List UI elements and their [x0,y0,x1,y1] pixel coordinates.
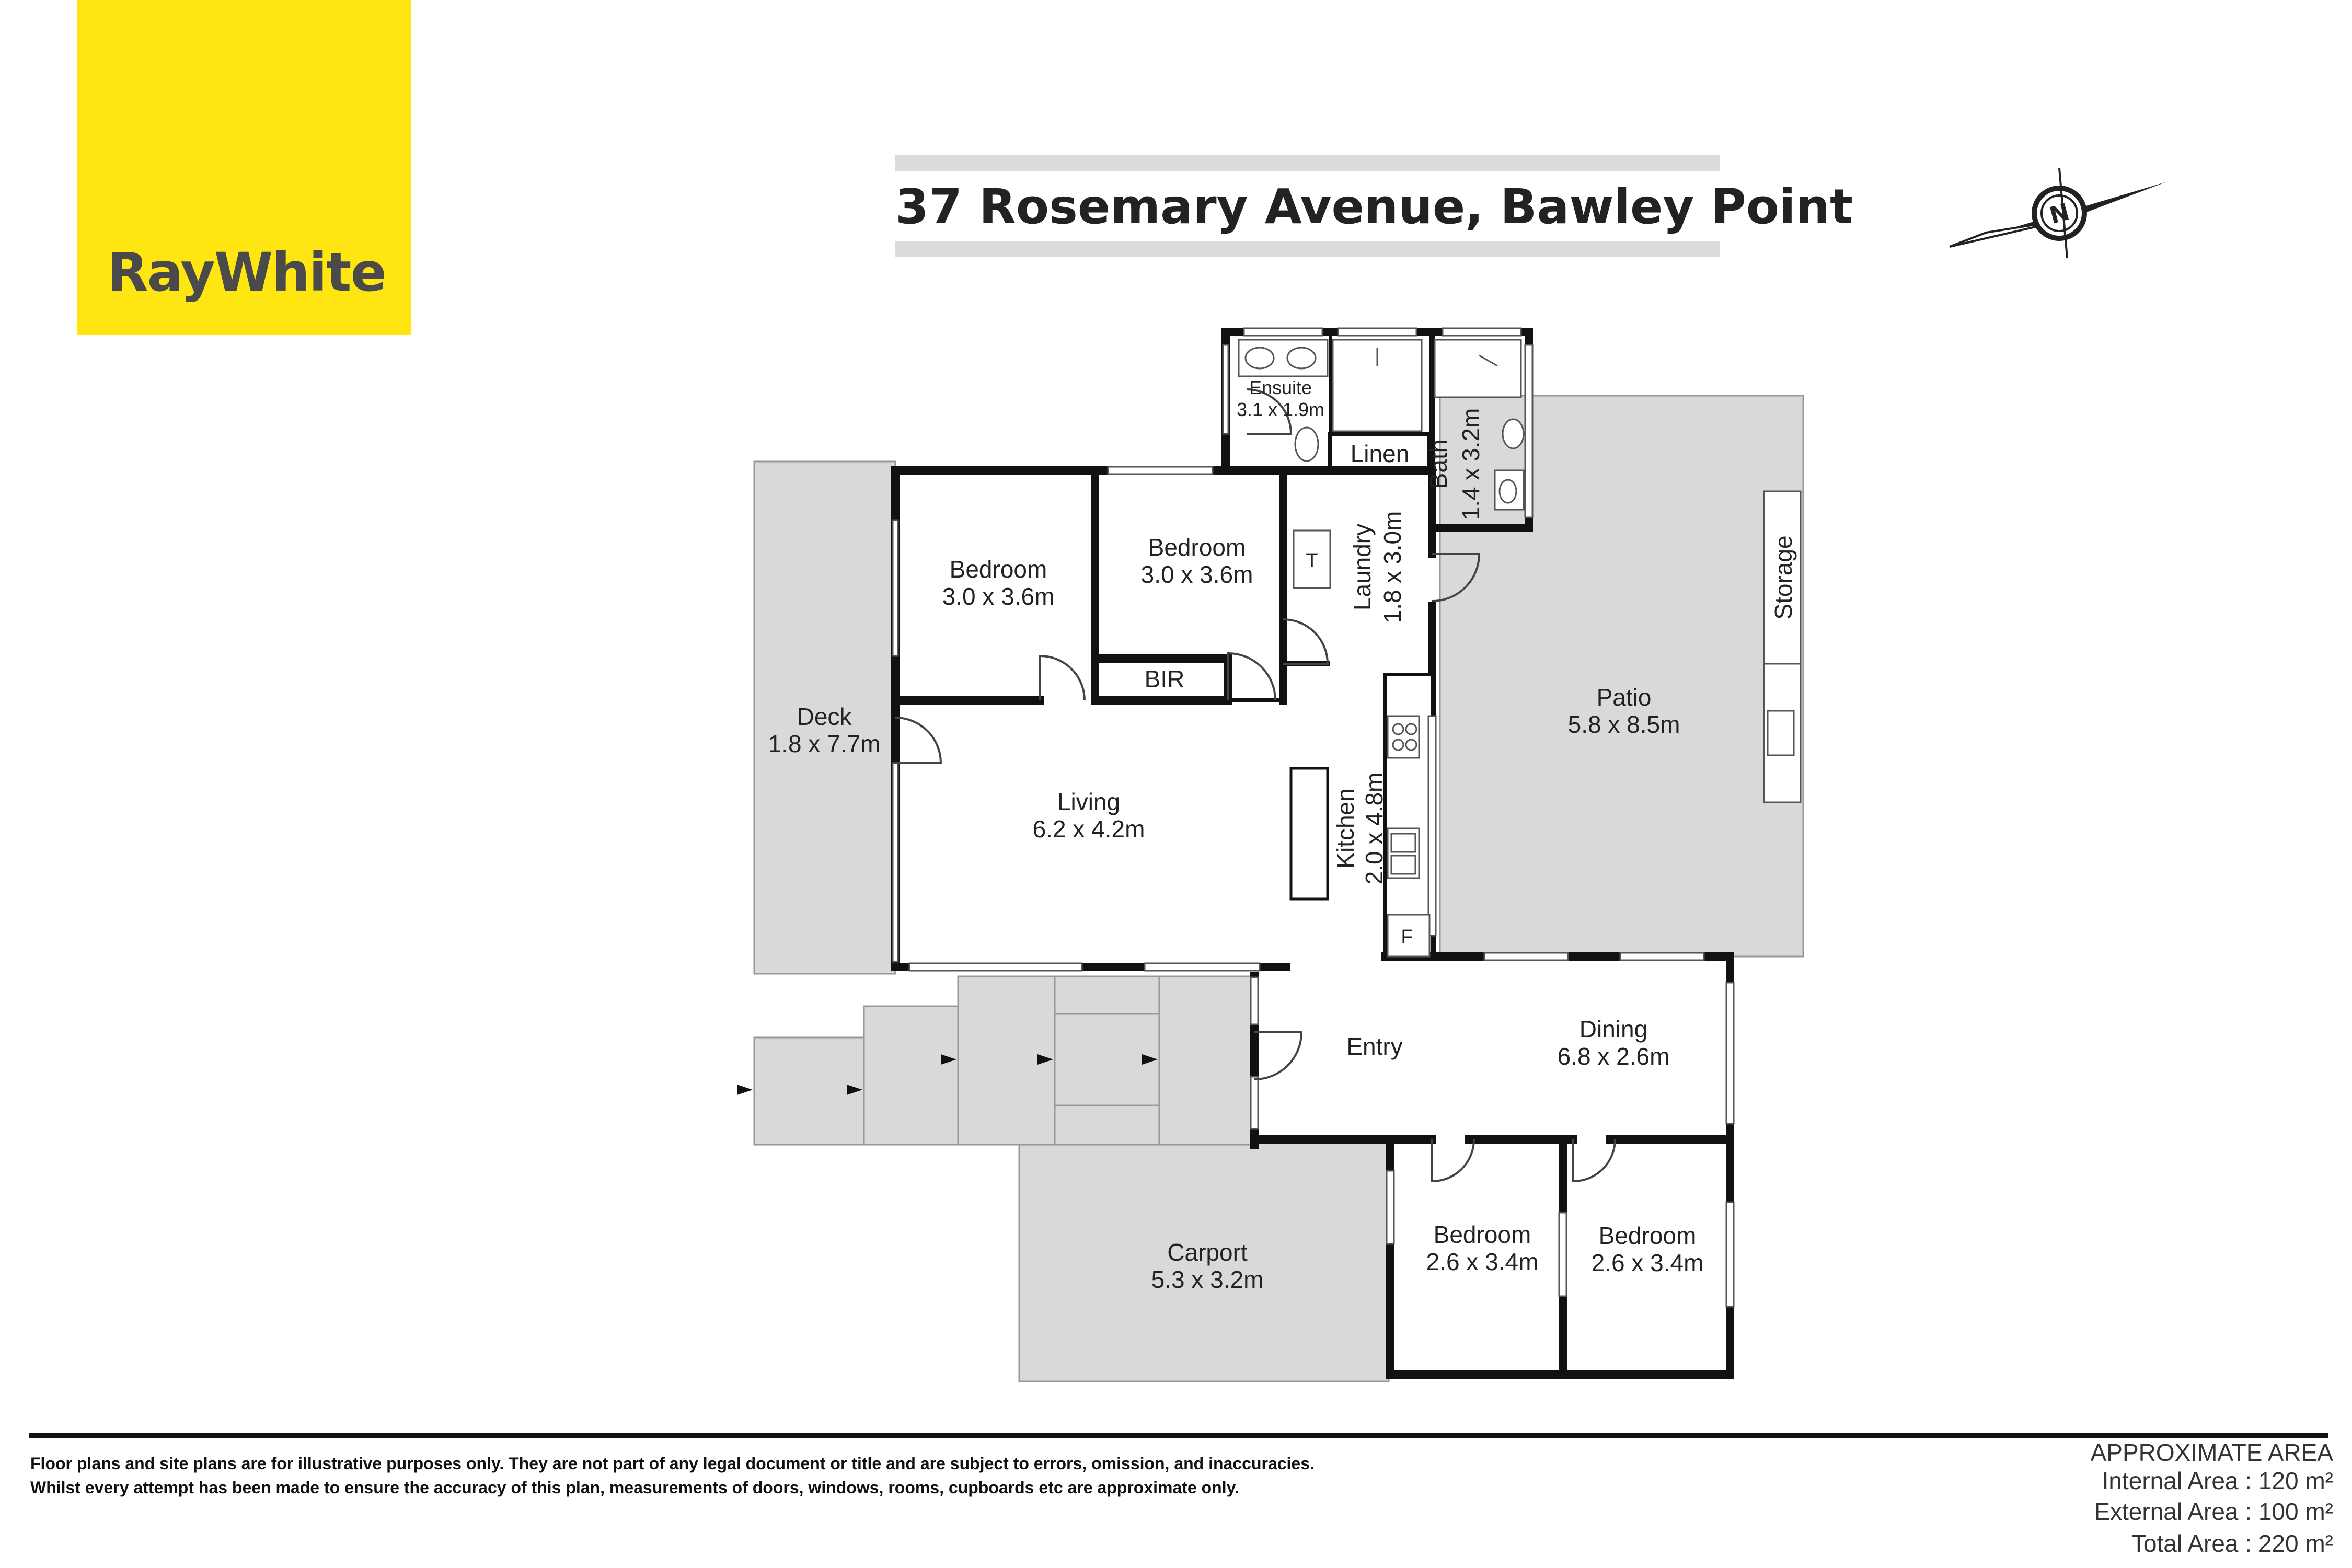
entry-label: Entry [1346,1033,1402,1060]
bedroom-3-label: Bedroom [1434,1221,1531,1248]
doors [895,388,1616,1183]
deck-area [753,460,896,975]
patio-label: Patio [1597,684,1652,711]
living-dims: 6.2 x 4.2m [1033,815,1145,843]
bedroom-1-label: Bedroom [950,556,1047,583]
dining-label: Dining [1579,1016,1647,1043]
compass-north-icon: N [1949,168,2166,259]
laundry-label: Laundry [1348,524,1376,610]
bedroom-3-dims: 2.6 x 3.4m [1426,1248,1539,1275]
internal-area: Internal Area : 120 m² [2102,1467,2333,1494]
step-5 [1158,975,1254,1146]
bath-dims: 1.4 x 3.2m [1457,408,1484,521]
kitchen-dims: 2.0 x 4.8m [1361,773,1388,885]
bath-label: Bath [1425,440,1452,489]
deck-label: Deck [797,703,852,730]
ensuite-dims: 3.1 x 1.9m [1237,399,1324,420]
title-top-bar [895,155,1720,171]
carport-label: Carport [1167,1239,1248,1266]
bedroom-2-label: Bedroom [1148,534,1246,561]
windows [892,327,1735,1308]
kitchen-label: Kitchen [1332,788,1359,868]
total-area: Total Area : 220 m² [2131,1530,2333,1557]
storage-label: Storage [1770,535,1797,619]
bedroom-4-dims: 2.6 x 3.4m [1592,1249,1704,1276]
step-4 [1054,975,1160,1146]
logo-wordmark: RayWhite [107,241,387,304]
bedroom-2-dims: 3.0 x 3.6m [1141,561,1253,588]
external-area: External Area : 100 m² [2094,1498,2333,1525]
bedroom-4-label: Bedroom [1599,1222,1697,1249]
living-label: Living [1057,788,1120,815]
fridge-label: F [1401,926,1413,948]
step-arrows [737,1054,1158,1095]
area-heading: APPROXIMATE AREA [2090,1439,2333,1466]
ray-white-logo: RayWhite [77,0,411,335]
linen-label: Linen [1351,440,1410,467]
bbq-sink [1767,710,1795,756]
property-address-title: 37 Rosemary Avenue, Bawley Point [895,179,1853,235]
carport-dims: 5.3 x 3.2m [1151,1266,1264,1293]
step-1 [753,1036,865,1146]
dining-dims: 6.8 x 2.6m [1558,1043,1670,1070]
deck-dims: 1.8 x 7.7m [768,730,881,757]
disclaimer-line-2: Whilst every attempt has been made to en… [30,1478,1239,1497]
step-2 [863,1005,959,1146]
bir-label: BIR [1145,665,1185,693]
title-bottom-bar [895,241,1720,257]
patio-dims: 5.8 x 8.5m [1568,711,1680,738]
storage-cabinet [1763,490,1802,665]
bathroom-fixtures [1238,339,1525,958]
laundry-dims: 1.8 x 3.0m [1379,511,1406,624]
disclaimer-line-1: Floor plans and site plans are for illus… [30,1454,1315,1473]
ensuite-label: Ensuite [1249,377,1312,398]
footer-rule [29,1433,2328,1438]
bedroom-1-dims: 3.0 x 3.6m [942,583,1055,610]
laundry-tub-label: T [1306,550,1318,572]
room-labels: Ensuite 3.1 x 1.9m Linen Bath 1.4 x 3.2m… [768,377,1797,1293]
